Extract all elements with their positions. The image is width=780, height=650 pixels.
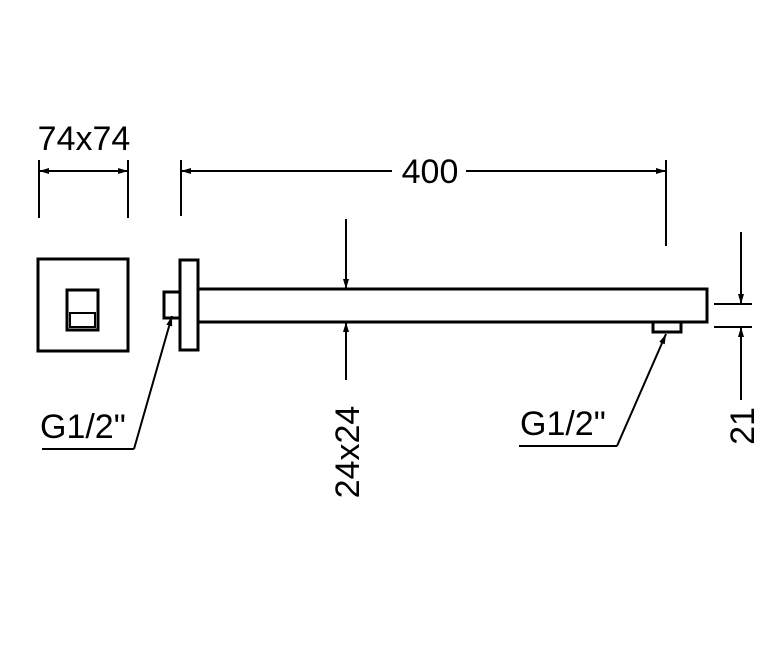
outlet-thread-callout: G1/2" [519,333,667,447]
arm-section-dimension: 24x24 [329,219,367,498]
arm-length-label: 400 [402,153,459,191]
arm-socket-outer [65,288,100,332]
wall-flange [178,258,200,352]
plate-size-label: 74x74 [38,120,131,158]
arm-height-label: 21 [724,407,762,445]
outlet-connector [651,320,683,334]
outlet-thread-label: G1/2" [520,405,606,443]
arm-section-label: 24x24 [329,406,367,499]
side-view [162,258,709,352]
leader-line [133,315,173,450]
arm-length-dimension: 400 [180,153,667,246]
inlet-thread-label: G1/2" [40,408,126,446]
leader-line [616,333,667,447]
plate-size-dimension: 74x74 [38,120,131,218]
inlet-nipple [162,290,183,320]
shower-arm-body [196,287,709,324]
front-view [36,257,130,353]
arm-height-dimension: 21 [714,232,762,445]
arm-socket-inner [69,312,96,328]
inlet-thread-callout: G1/2" [40,315,173,450]
